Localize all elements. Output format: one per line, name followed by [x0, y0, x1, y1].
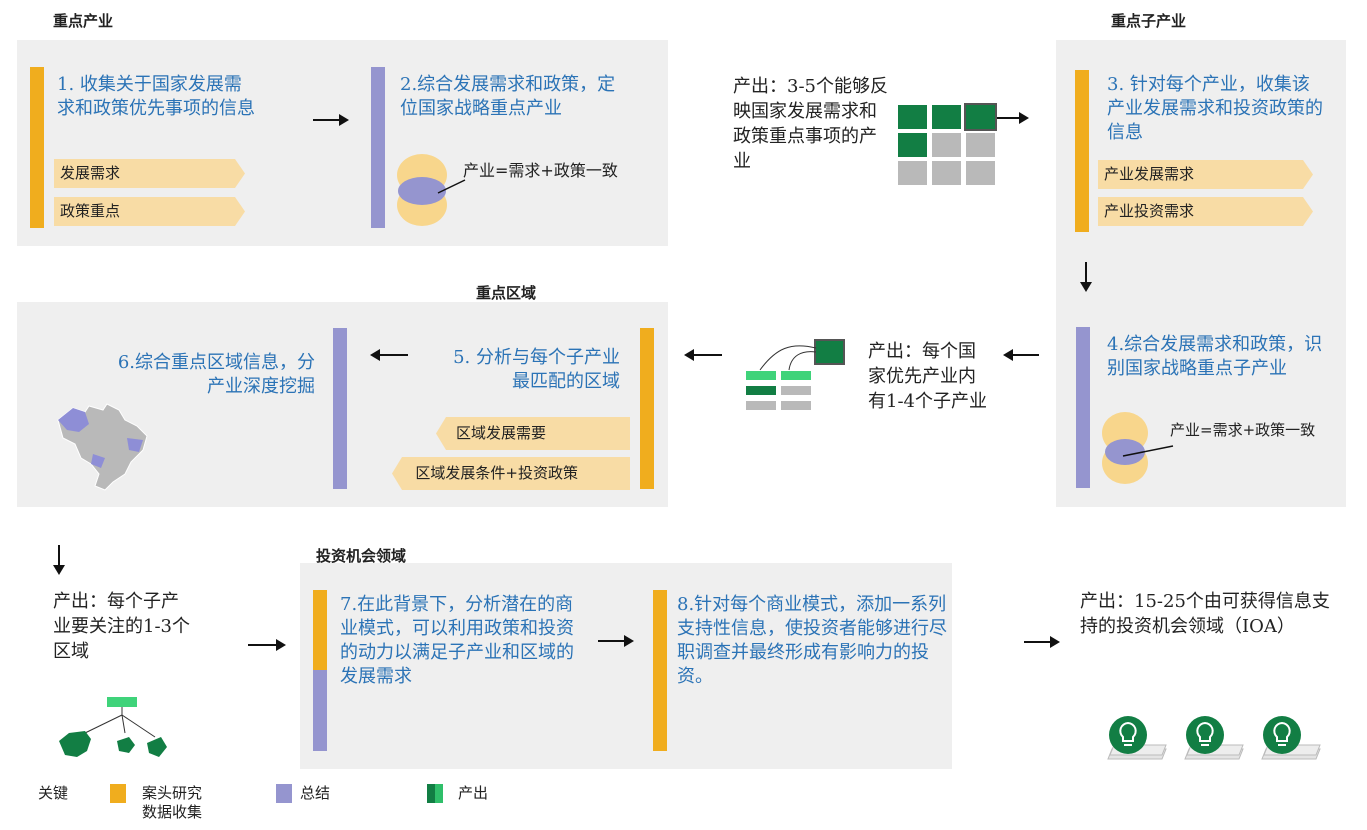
arrow-down-icon: [53, 545, 65, 575]
step-1-text: 1. 收集关于国家发展需求和政策优先事项的信息: [57, 74, 255, 119]
step-8-text: 8.针对每个商业模式，添加一系列支持性信息，使投资者能够进行尽职调查并最终形成有…: [677, 594, 947, 687]
venn-diagram-icon: [1102, 412, 1174, 484]
chevron-industry-investment-needs: 产业投资需求: [1098, 197, 1313, 226]
step-5-text: 5. 分析与每个子产业最匹配的区域: [453, 347, 620, 392]
output-4-text: 产出：15-25个由可获得信息支持的投资机会领域（IOA）: [1080, 591, 1330, 637]
region-map-icon: [57, 403, 148, 491]
output-1-text: 产出：3-5个能够反映国家发展需求和政策重点事项的产业: [733, 76, 888, 172]
arrow-left-icon: [1003, 349, 1039, 361]
desk-research-bar: [30, 67, 44, 228]
arrow-left-icon: [370, 349, 408, 361]
chevron-policy-focus: 政策重点: [54, 197, 245, 226]
step-3-text: 3. 针对每个产业，收集该产业发展需求和投资政策的信息: [1107, 74, 1323, 143]
chevron-region-conditions-policy: 区域发展条件+投资政策: [392, 457, 630, 490]
region-tree-icon: [59, 697, 167, 757]
legend-swatch-desk-research: [110, 784, 126, 803]
step-4-text: 4.综合发展需求和政策，识别国家战略重点子产业: [1107, 334, 1323, 379]
section-title-key-sub-industries: 重点子产业: [1111, 12, 1187, 30]
step-2-text: 2.综合发展需求和政策，定位国家战略重点产业: [400, 74, 616, 119]
output-2-text: 产出：每个国家优先产业内有1-4个子产业: [868, 341, 987, 412]
arrow-right-icon: [1024, 636, 1060, 648]
legend-desk-research: 案头研究: [142, 784, 203, 802]
desk-research-bar: [1075, 70, 1089, 232]
arrow-right-icon: [997, 112, 1029, 124]
section-title-key-regions: 重点区域: [476, 284, 537, 302]
lightbulb-icon: [1107, 716, 1167, 760]
step-2-formula: 产业=需求+政策一致: [463, 161, 618, 180]
summary-bar: [371, 67, 385, 228]
output-3-text: 产出：每个子产业要关注的1-3个区域: [53, 591, 190, 662]
lightbulb-icon: [1184, 716, 1244, 760]
section-title-investment-areas: 投资机会领域: [316, 547, 407, 565]
legend-swatch-output: [427, 784, 443, 803]
arrow-right-icon: [598, 635, 634, 647]
legend-data-collection: 数据收集: [142, 803, 203, 821]
chevron-region-development-needs: 区域发展需要: [436, 417, 630, 450]
step-7-text: 7.在此背景下，分析潜在的商业模式，可以利用政策和投资的动力以满足子产业和区域的…: [340, 594, 574, 687]
section-title-key-industries: 重点产业: [53, 12, 114, 30]
legend-output: 产出: [458, 784, 489, 802]
desk-research-bar: [640, 328, 654, 489]
panel-investment-areas: [300, 563, 952, 769]
legend-title: 关键: [38, 784, 69, 802]
venn-diagram-icon: [397, 154, 466, 226]
summary-bar: [313, 670, 327, 751]
arrow-down-icon: [1080, 262, 1092, 292]
step-6-text: 6.综合重点区域信息，分产业深度挖掘: [117, 352, 315, 397]
summary-bar: [333, 328, 347, 489]
summary-bar: [1076, 327, 1090, 488]
chevron-industry-development-needs: 产业发展需求: [1098, 160, 1313, 189]
legend-summary: 总结: [300, 784, 331, 802]
arrow-right-icon: [313, 114, 349, 126]
arrow-left-icon: [684, 349, 722, 361]
lightbulb-icon: [1261, 716, 1321, 760]
arrow-right-icon: [248, 639, 286, 651]
legend-swatch-summary: [276, 784, 292, 803]
desk-research-bar: [653, 590, 667, 751]
output-tree-icon: [746, 339, 845, 410]
chevron-development-needs: 发展需求: [54, 159, 245, 188]
step-4-formula: 产业=需求+政策一致: [1170, 421, 1316, 439]
desk-research-bar: [313, 590, 327, 670]
